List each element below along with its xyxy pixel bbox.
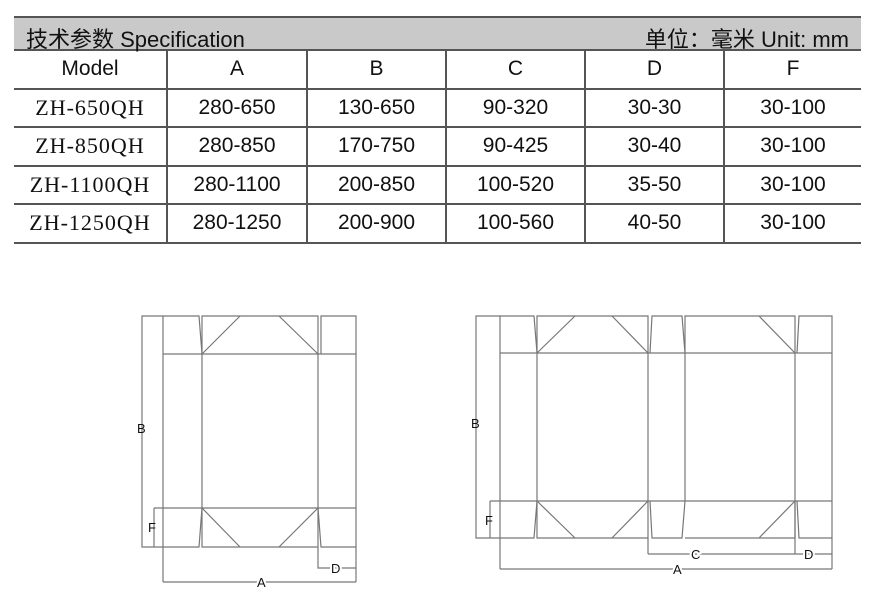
box-diagram-double: B F C D A	[471, 315, 833, 579]
spec-title: 技术参数 Specification	[26, 27, 245, 52]
table-cell: 30-40	[584, 127, 724, 167]
table-header-row: Model A B C D F	[14, 51, 861, 90]
table-cell: 90-320	[445, 88, 585, 128]
dimension-label-b: B	[471, 416, 480, 431]
model-cell: ZH-850QH	[14, 127, 167, 167]
table-cell: 100-520	[445, 165, 585, 205]
table-row: ZH-1250QH 280-1250 200-900 100-560 40-50…	[14, 204, 861, 244]
column-header: B	[306, 51, 446, 90]
dimension-label-b: B	[137, 421, 146, 436]
column-header: F	[723, 51, 861, 90]
table-cell: 30-30	[584, 88, 724, 128]
table-row: ZH-650QH 280-650 130-650 90-320 30-30 30…	[14, 88, 861, 128]
table-cell: 30-100	[723, 127, 861, 167]
column-header: Model	[14, 51, 167, 90]
column-header: A	[166, 51, 307, 90]
table-cell: 280-1250	[166, 204, 307, 244]
unit-label: 单位：毫米 Unit: mm	[644, 27, 849, 52]
spec-table: Model A B C D F ZH-650QH 280-650 130-650…	[14, 51, 861, 244]
table-cell: 280-1100	[166, 165, 307, 205]
table-cell: 170-750	[306, 127, 446, 167]
table-cell: 280-650	[166, 88, 307, 128]
dimension-label-c: C	[691, 547, 700, 562]
table-cell: 100-560	[445, 204, 585, 244]
table-cell: 90-425	[445, 127, 585, 167]
dimension-label-a: A	[257, 575, 266, 590]
model-cell: ZH-650QH	[14, 88, 167, 128]
table-cell: 30-100	[723, 204, 861, 244]
table-cell: 35-50	[584, 165, 724, 205]
column-header: C	[445, 51, 585, 90]
table-row: ZH-850QH 280-850 170-750 90-425 30-40 30…	[14, 127, 861, 167]
table-row: ZH-1100QH 280-1100 200-850 100-520 35-50…	[14, 165, 861, 205]
dimension-label-d: D	[804, 547, 813, 562]
table-cell: 130-650	[306, 88, 446, 128]
table-cell: 30-100	[723, 88, 861, 128]
table-cell: 280-850	[166, 127, 307, 167]
dimension-label-d: D	[331, 561, 340, 576]
model-cell: ZH-1250QH	[14, 204, 167, 244]
model-cell: ZH-1100QH	[14, 165, 167, 205]
column-header: D	[584, 51, 724, 90]
table-cell: 200-900	[306, 204, 446, 244]
dimension-label-f: F	[485, 513, 493, 528]
spec-header-bar: 技术参数 Specification 单位：毫米 Unit: mm	[14, 16, 861, 52]
dimension-label-f: F	[148, 520, 156, 535]
box-diagram-single: B F D A	[137, 315, 357, 592]
table-cell: 30-100	[723, 165, 861, 205]
table-cell: 40-50	[584, 204, 724, 244]
table-cell: 200-850	[306, 165, 446, 205]
dimension-label-a: A	[673, 562, 682, 577]
